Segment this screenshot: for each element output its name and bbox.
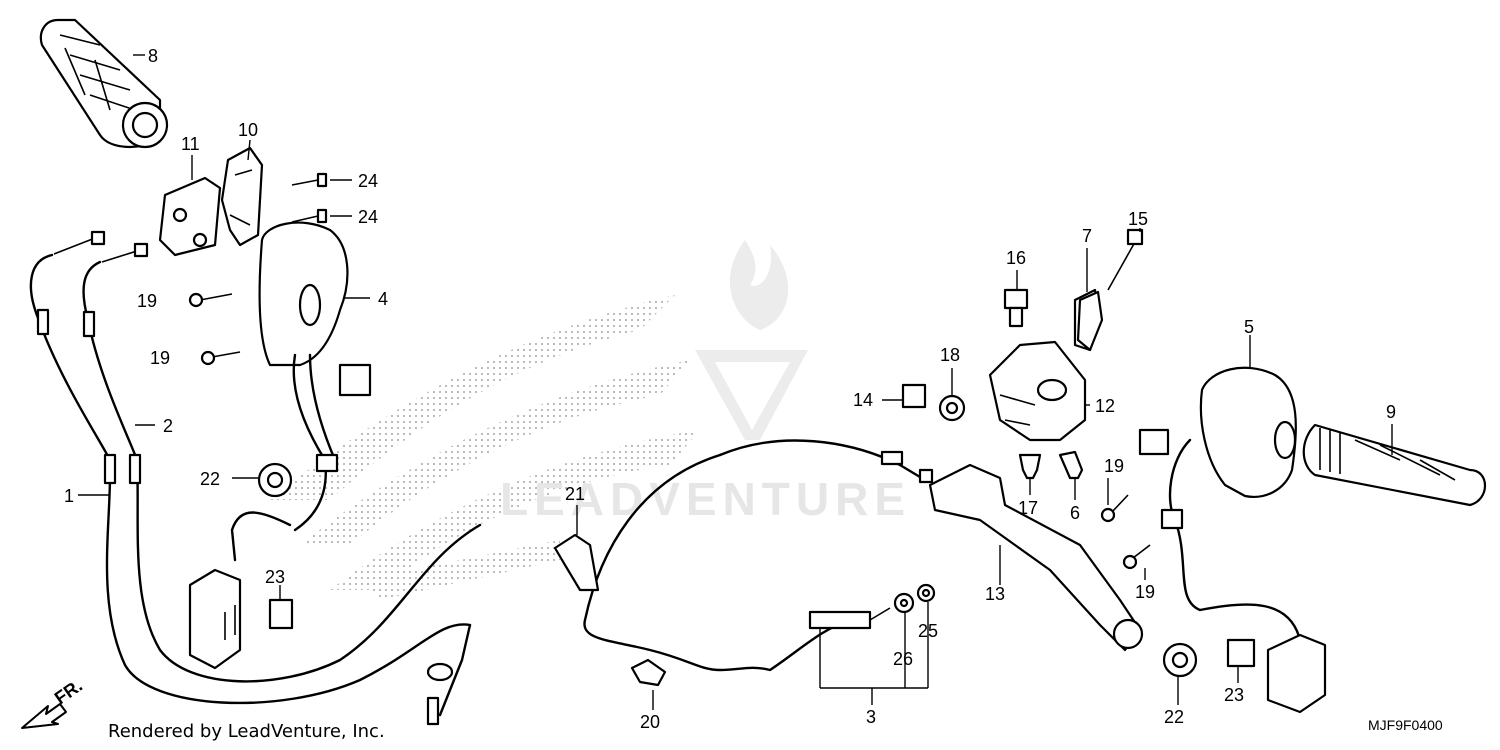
callout-1: 1 [64,486,74,506]
bolt-24a [291,172,328,188]
callout-20: 20 [640,712,660,732]
clip-23-left [268,598,294,630]
callout-18: 18 [940,345,960,365]
throttle-housing-upper [220,146,264,247]
callout-24b: 24 [358,207,378,227]
throttle-grip [39,18,169,149]
callout-17: 17 [1018,498,1038,518]
callout-6: 6 [1070,503,1080,523]
clamp-7 [1076,290,1104,352]
nut-26 [893,592,915,614]
watermark-text: LEADVENTURE [500,473,911,525]
screw-19c [1100,494,1129,523]
left-handlebar-switch [1138,366,1302,642]
callout-7: 7 [1082,226,1092,246]
callout-14: 14 [853,390,873,410]
clamp-22-right [1162,642,1198,678]
leadventure-logo-watermark [695,240,808,440]
left-grip [1302,423,1486,507]
knob-14 [901,383,927,409]
right-handlebar-switch [258,221,372,532]
screw-19d [1122,544,1151,570]
callout-16: 16 [1006,248,1026,268]
callout-26: 26 [893,649,913,669]
clutch-lever [928,463,1144,652]
screw-19a [188,292,233,308]
brand-wing-watermark [270,295,700,600]
clutch-lever-bracket [988,340,1087,442]
switch-6 [1058,450,1084,480]
screw-19b [200,350,241,366]
leader-lines [78,54,1393,710]
callout-12: 12 [1095,396,1115,416]
diagram-code: MJF9F0400 [1368,717,1443,733]
callout-15: 15 [1128,209,1148,229]
nut-25 [916,583,936,603]
callout-2: 2 [163,416,173,436]
bolt-15 [1107,228,1144,291]
callout-21: 21 [565,484,585,504]
clip-20 [630,658,667,687]
callout-19d: 19 [1135,582,1155,602]
callout-24a: 24 [358,171,378,191]
callout-11: 11 [181,134,200,154]
clamp-22-left [257,462,293,498]
throttle-cable-1 [29,230,472,726]
throttle-housing-lower [158,176,222,257]
bolt-24b [291,208,328,224]
callout-3: 3 [866,707,876,727]
connector-right [1266,633,1327,714]
callout-25: 25 [918,621,938,641]
callout-8: 8 [148,46,158,66]
pivot-bolt-16 [1003,288,1029,328]
callout-9: 9 [1386,402,1396,422]
callout-19c: 19 [1104,456,1124,476]
callout-22a: 22 [200,469,220,489]
callout-23a: 23 [265,567,285,587]
connector-left [188,511,292,670]
callout-13: 13 [985,584,1005,604]
callout-22b: 22 [1164,707,1184,727]
callout-23b: 23 [1224,685,1244,705]
clip-23-right [1226,638,1256,668]
clutch-cable [583,439,934,672]
nut-17 [1018,453,1042,480]
arrow-front-icon [21,703,67,729]
callout-5: 5 [1244,317,1254,337]
rendered-by-text: Rendered by LeadVenture, Inc. [108,721,385,742]
band-21 [553,533,600,592]
direction-label: FR. [51,675,86,708]
callout-10: 10 [238,120,258,140]
callout-19a: 19 [137,291,157,311]
callout-19b: 19 [150,348,170,368]
collar-18 [938,394,966,422]
throttle-cable-2 [82,242,482,683]
callout-4: 4 [378,289,388,309]
